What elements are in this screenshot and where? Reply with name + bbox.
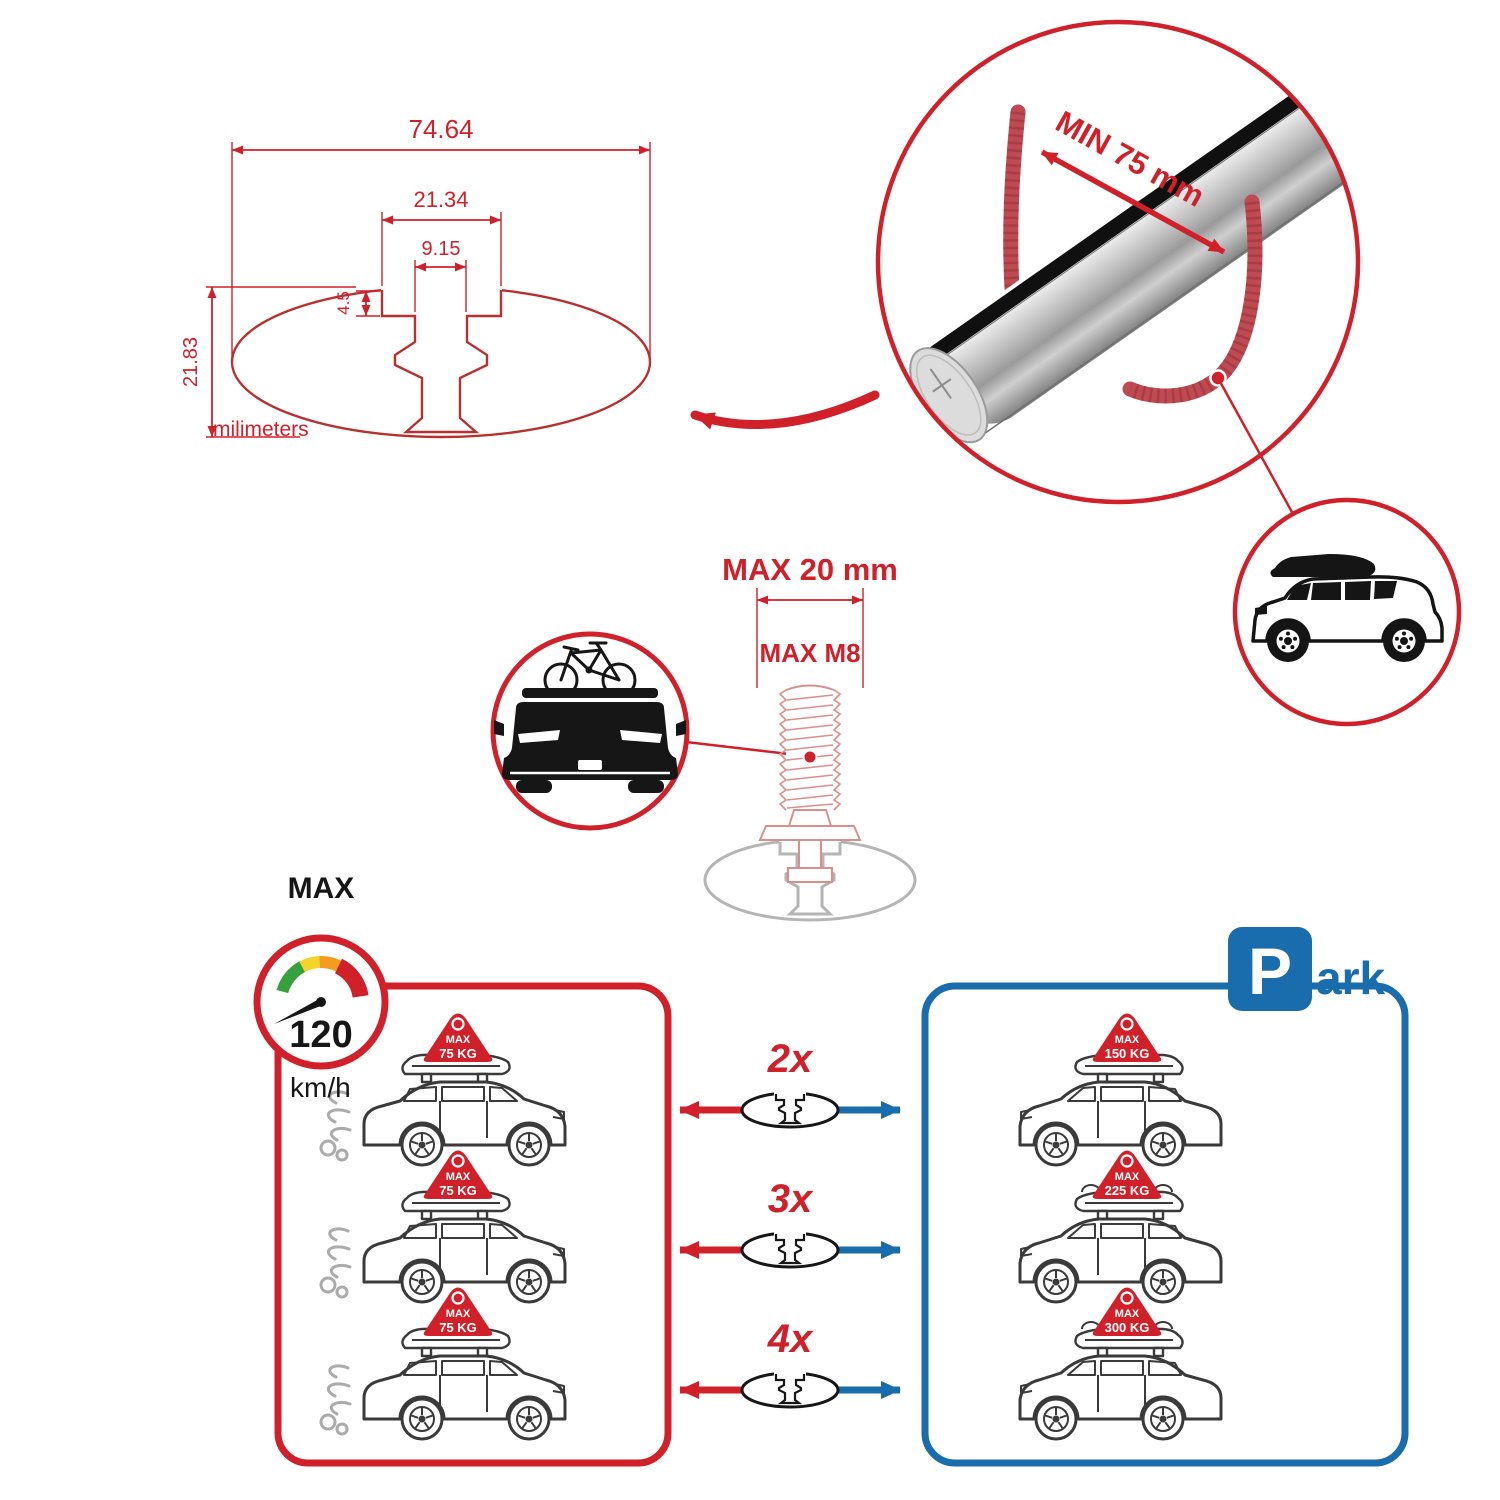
- threaded-bolt-icon: [758, 684, 862, 883]
- technical-profile-drawing: 74.64 21.34 9.15 4.5 21.83 milimeters: [180, 114, 652, 441]
- overall-height-label: 21.83: [180, 337, 202, 387]
- multiplier-label: 2x: [767, 1037, 814, 1081]
- badge-value: 150 KG: [1105, 1046, 1150, 1061]
- bolt-collar: [787, 809, 833, 827]
- bolt-size-diagram: MAX 20 mm MAX M8: [703, 552, 917, 922]
- badge-max-label: MAX: [446, 1034, 471, 1046]
- suv-windows: [1287, 581, 1397, 600]
- speed-max-label: MAX: [288, 872, 355, 905]
- load-badge: MAX 75 KG: [422, 1149, 494, 1201]
- badge-max-label: MAX: [446, 1308, 471, 1320]
- car-front-body: [502, 702, 678, 780]
- bolt-t-flange: [787, 867, 833, 883]
- crossbar-count-column: 2x 3x 4x: [679, 1037, 901, 1409]
- gauge-arcs-icon: [276, 956, 369, 998]
- parking-sign-square: [1228, 927, 1312, 1011]
- clamp-strap-right: [1122, 194, 1263, 404]
- load-comparison-section: MAX 75 KG MAX 75 KG MAX 75 KG MAX 150 KG: [253, 872, 1409, 1467]
- load-badge: MAX 225 KG: [1091, 1149, 1163, 1201]
- max-protrusion-label: MAX 20 mm: [722, 552, 898, 587]
- badge-value: 75 KG: [439, 1183, 477, 1198]
- pointer-arrow-icon: [690, 390, 880, 430]
- gauge-needle-icon: [274, 998, 323, 1024]
- badge-value: 225 KG: [1105, 1183, 1150, 1198]
- speed-limit-gauge: MAX 120 km/h: [253, 872, 389, 1103]
- parking-sign-suffix: ark: [1316, 952, 1385, 1004]
- multiplier-label: 3x: [768, 1177, 814, 1221]
- detail-circle-border: [875, 19, 1361, 505]
- headlight-icon: [518, 730, 662, 743]
- step-depth-label: 4.5: [334, 291, 353, 315]
- suv-with-roofbox-icon: [1251, 554, 1444, 662]
- bolt-plate: [758, 825, 862, 841]
- thread-lines: [786, 694, 834, 809]
- badge-value: 75 KG: [439, 1320, 477, 1335]
- load-badge: MAX 75 KG: [422, 1286, 494, 1338]
- badge-value: 300 KG: [1105, 1320, 1150, 1335]
- crossbar-detail-circle: MIN 75 mm: [875, 19, 1361, 505]
- speed-unit: km/h: [290, 1072, 351, 1103]
- min-span-arrow: [1040, 149, 1226, 255]
- multiplier-label: 4x: [767, 1317, 814, 1361]
- badge-max-label: MAX: [1115, 1171, 1140, 1183]
- suv-roofbox-circle: [1232, 497, 1462, 727]
- max-thread-label: MAX M8: [759, 638, 860, 668]
- clamp-strap-left: [1003, 104, 1026, 313]
- badge-max-label: MAX: [1115, 1034, 1140, 1046]
- speed-value: 120: [289, 1014, 352, 1056]
- parking-sign: P ark: [1228, 927, 1385, 1011]
- car-bike-circle: [490, 631, 690, 831]
- slot-width-label: 9.15: [422, 238, 461, 260]
- units-label: milimeters: [213, 418, 309, 441]
- connector-line: [1216, 377, 1295, 515]
- headlight-icon: [1255, 606, 1267, 615]
- car-front-icon: [494, 688, 686, 793]
- bolt-neck: [798, 839, 822, 869]
- roof-box-icon: [1270, 554, 1376, 577]
- bolt-point-dot: [802, 749, 818, 765]
- bar-profile-slot: [380, 290, 503, 434]
- badge-max-label: MAX: [1115, 1308, 1140, 1320]
- overall-width-label: 74.64: [408, 114, 473, 144]
- parking-sign-letter: P: [1248, 934, 1292, 1008]
- load-badge: MAX 300 KG: [1091, 1286, 1163, 1338]
- badge-max-label: MAX: [446, 1171, 471, 1183]
- load-badge: MAX 150 KG: [1091, 1012, 1163, 1064]
- channel-width-label: 21.34: [413, 187, 468, 212]
- badge-value: 75 KG: [439, 1046, 477, 1061]
- load-badge: MAX 75 KG: [422, 1012, 494, 1064]
